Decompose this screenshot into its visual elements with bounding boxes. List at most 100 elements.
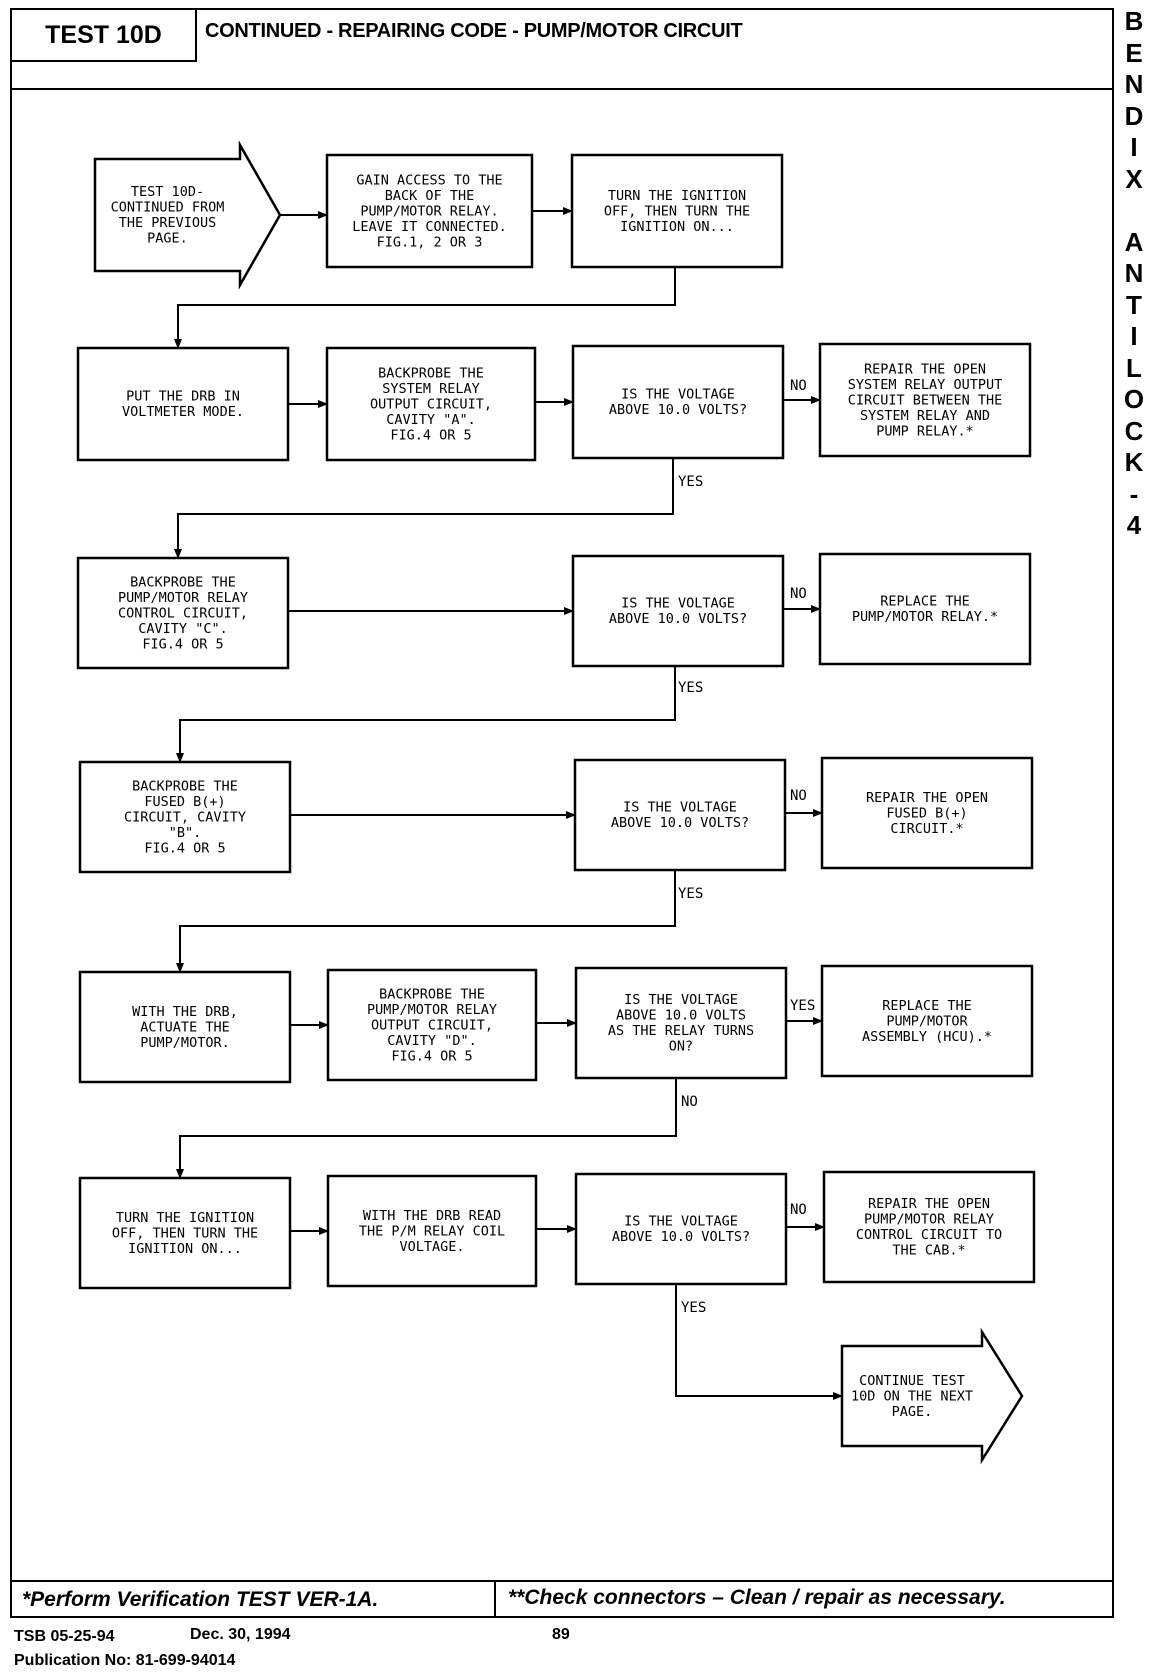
flow-node-text-line: IGNITION ON... [620,219,734,235]
flow-node-text-line: GAIN ACCESS TO THE [356,172,502,188]
flow-node-text-line: PAGE. [147,231,188,247]
flow-node-text-line: PUMP/MOTOR RELAY [367,1002,497,1018]
flow-node-text-line: ASSEMBLY (HCU).* [862,1029,992,1045]
flow-box [78,1176,292,1290]
edge-label-no: NO [790,788,807,804]
flow-box [325,153,534,269]
flow-node-text-line: CAVITY "A". [386,412,475,428]
flow-node-text-line: CONTINUED FROM [111,200,225,216]
flow-node-text-line: BACKPROBE THE [379,986,485,1002]
header-divider [10,60,196,62]
side-title-letter: O [1123,384,1145,414]
flow-node-text-line: ABOVE 10.0 VOLTS? [612,1229,750,1245]
end-arrow-shape [840,1327,1024,1465]
flow-node-text-line: IS THE VOLTAGE [621,387,735,403]
flow-node-text-line: ON? [669,1039,693,1055]
flow-node-text-line: TURN THE IGNITION [116,1210,254,1226]
edge-label-yes: YES [678,680,703,696]
flow-box [78,970,292,1084]
flow-node-text-line: PUMP RELAY.* [876,423,974,439]
side-title-letter: K [1124,447,1144,477]
flow-node-text-line: PUMP/MOTOR RELAY. [360,203,498,219]
side-title-letter: I [1130,321,1138,351]
flow-node-text-line: REPLACE THE [882,998,971,1014]
flow-node-text-line: FIG.4 OR 5 [390,427,471,443]
flow-box [818,552,1032,666]
flow-node-text-line: ABOVE 10.0 VOLTS? [611,815,749,831]
flow-node-text-line: CONTROL CIRCUIT TO [856,1227,1002,1243]
flow-node-text-line: AS THE RELAY TURNS [608,1023,754,1039]
side-title-letter: N [1124,258,1144,288]
side-title-letter: T [1126,289,1142,320]
flow-node-text-line: IS THE VOLTAGE [623,800,737,816]
tsb-number: TSB 05-25-94 [14,1628,115,1645]
flow-node-text-line: FIG.4 OR 5 [144,840,225,856]
flow-box [326,1174,538,1288]
flow-node-text-line: ABOVE 10.0 VOLTS [616,1008,746,1024]
footer-divider-mid [494,1580,496,1618]
flow-node-text-line: WITH THE DRB, [132,1004,238,1020]
flow-node-text-line: WITH THE DRB READ [363,1208,501,1224]
flow-node-text-line: SYSTEM RELAY [382,381,480,397]
flow-node-text-line: THE PREVIOUS [119,215,217,231]
flow-node-text-line: CAVITY "D". [387,1033,476,1049]
side-title-letter: E [1125,37,1143,68]
flow-node-text-line: ACTUATE THE [140,1019,229,1035]
flow-node-text-line: IGNITION ON... [128,1241,242,1257]
flow-node-text-line: CAVITY "C". [138,621,227,637]
flow-box [78,760,292,874]
flow-node-text-line: PUT THE DRB IN [126,389,240,405]
flow-node-text-line: FIG.1, 2 OR 3 [377,234,483,250]
flow-node-text-line: VOLTMETER MODE. [122,404,244,420]
flow-box [76,556,290,670]
flow-node-text-line: FIG.4 OR 5 [142,636,223,652]
flow-node-text-line: TURN THE IGNITION [608,188,746,204]
page-number: 89 [552,1626,570,1643]
page-title: CONTINUED - REPAIRING CODE - PUMP/MOTOR … [205,20,743,42]
side-title-letter: D [1124,100,1144,131]
side-title-letter: N [1124,69,1144,99]
connector-note: **Check connectors – Clean / repair as n… [508,1586,1006,1609]
edge-label-yes: YES [678,474,703,490]
flow-node-text-line: BACKPROBE THE [132,778,238,794]
flow-node-text-line: REPAIR THE OPEN [868,1196,990,1212]
flow-node-text-line: LEAVE IT CONNECTED. [352,219,506,235]
edge-label-yes: YES [678,886,703,902]
flow-node-text-line: THE P/M RELAY COIL [359,1223,505,1239]
flow-node-text-line: REPLACE THE [880,594,969,610]
side-title-letter: 4 [1126,510,1142,540]
flow-node-text-line: FUSED B(+) [144,794,225,810]
flow-box [76,346,290,462]
side-title-letter: A [1124,226,1144,257]
flow-node-text-line: FIG.4 OR 5 [391,1048,472,1064]
flow-node-text-line: ABOVE 10.0 VOLTS? [609,402,747,418]
header-bar [10,8,1114,90]
flow-node-text-line: OUTPUT CIRCUIT, [370,396,492,412]
flow-node-text-line: CIRCUIT.* [890,821,963,837]
side-title-letter: - [1129,478,1139,509]
flow-box [326,968,538,1082]
edge-label-yes: YES [681,1300,706,1316]
flow-node-text-line: PUMP/MOTOR [886,1013,968,1029]
edge-label-yes: YES [790,998,815,1014]
flow-node-text-line: VOLTAGE. [399,1239,464,1255]
publication-number: Publication No: 81-699-94014 [14,1652,236,1669]
flow-node-text-line: IS THE VOLTAGE [621,596,735,612]
